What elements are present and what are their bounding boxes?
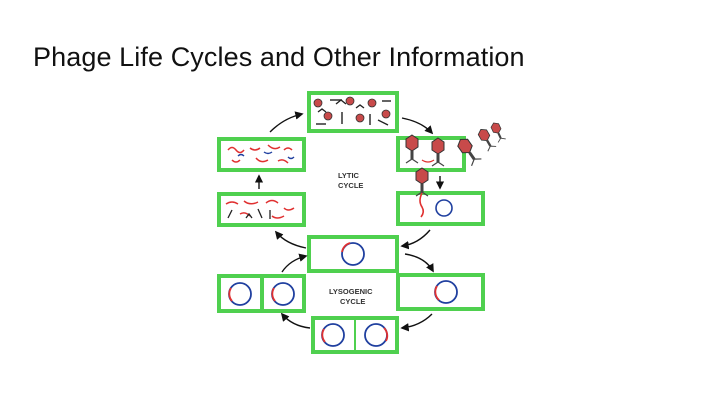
cell-integration [396, 273, 485, 311]
cell-assembly [307, 91, 399, 133]
lysogenic-label-line1: LYSOGENIC [329, 287, 373, 296]
slide-title: Phage Life Cycles and Other Information [33, 42, 525, 72]
cycle-arrows [254, 111, 445, 332]
lytic-label-line1: LYTIC [338, 171, 360, 180]
cell-division [311, 316, 399, 354]
lytic-label-line2: CYCLE [338, 181, 363, 190]
cell-prophage-pair [217, 274, 306, 313]
cell-lysogenic-entry [307, 235, 399, 273]
cell-injection [396, 167, 485, 226]
cell-protein-synthesis [217, 192, 306, 227]
cell-dna-replication [217, 137, 306, 172]
cell-lysis-release [396, 120, 507, 172]
lysogenic-label-line2: CYCLE [340, 297, 365, 306]
